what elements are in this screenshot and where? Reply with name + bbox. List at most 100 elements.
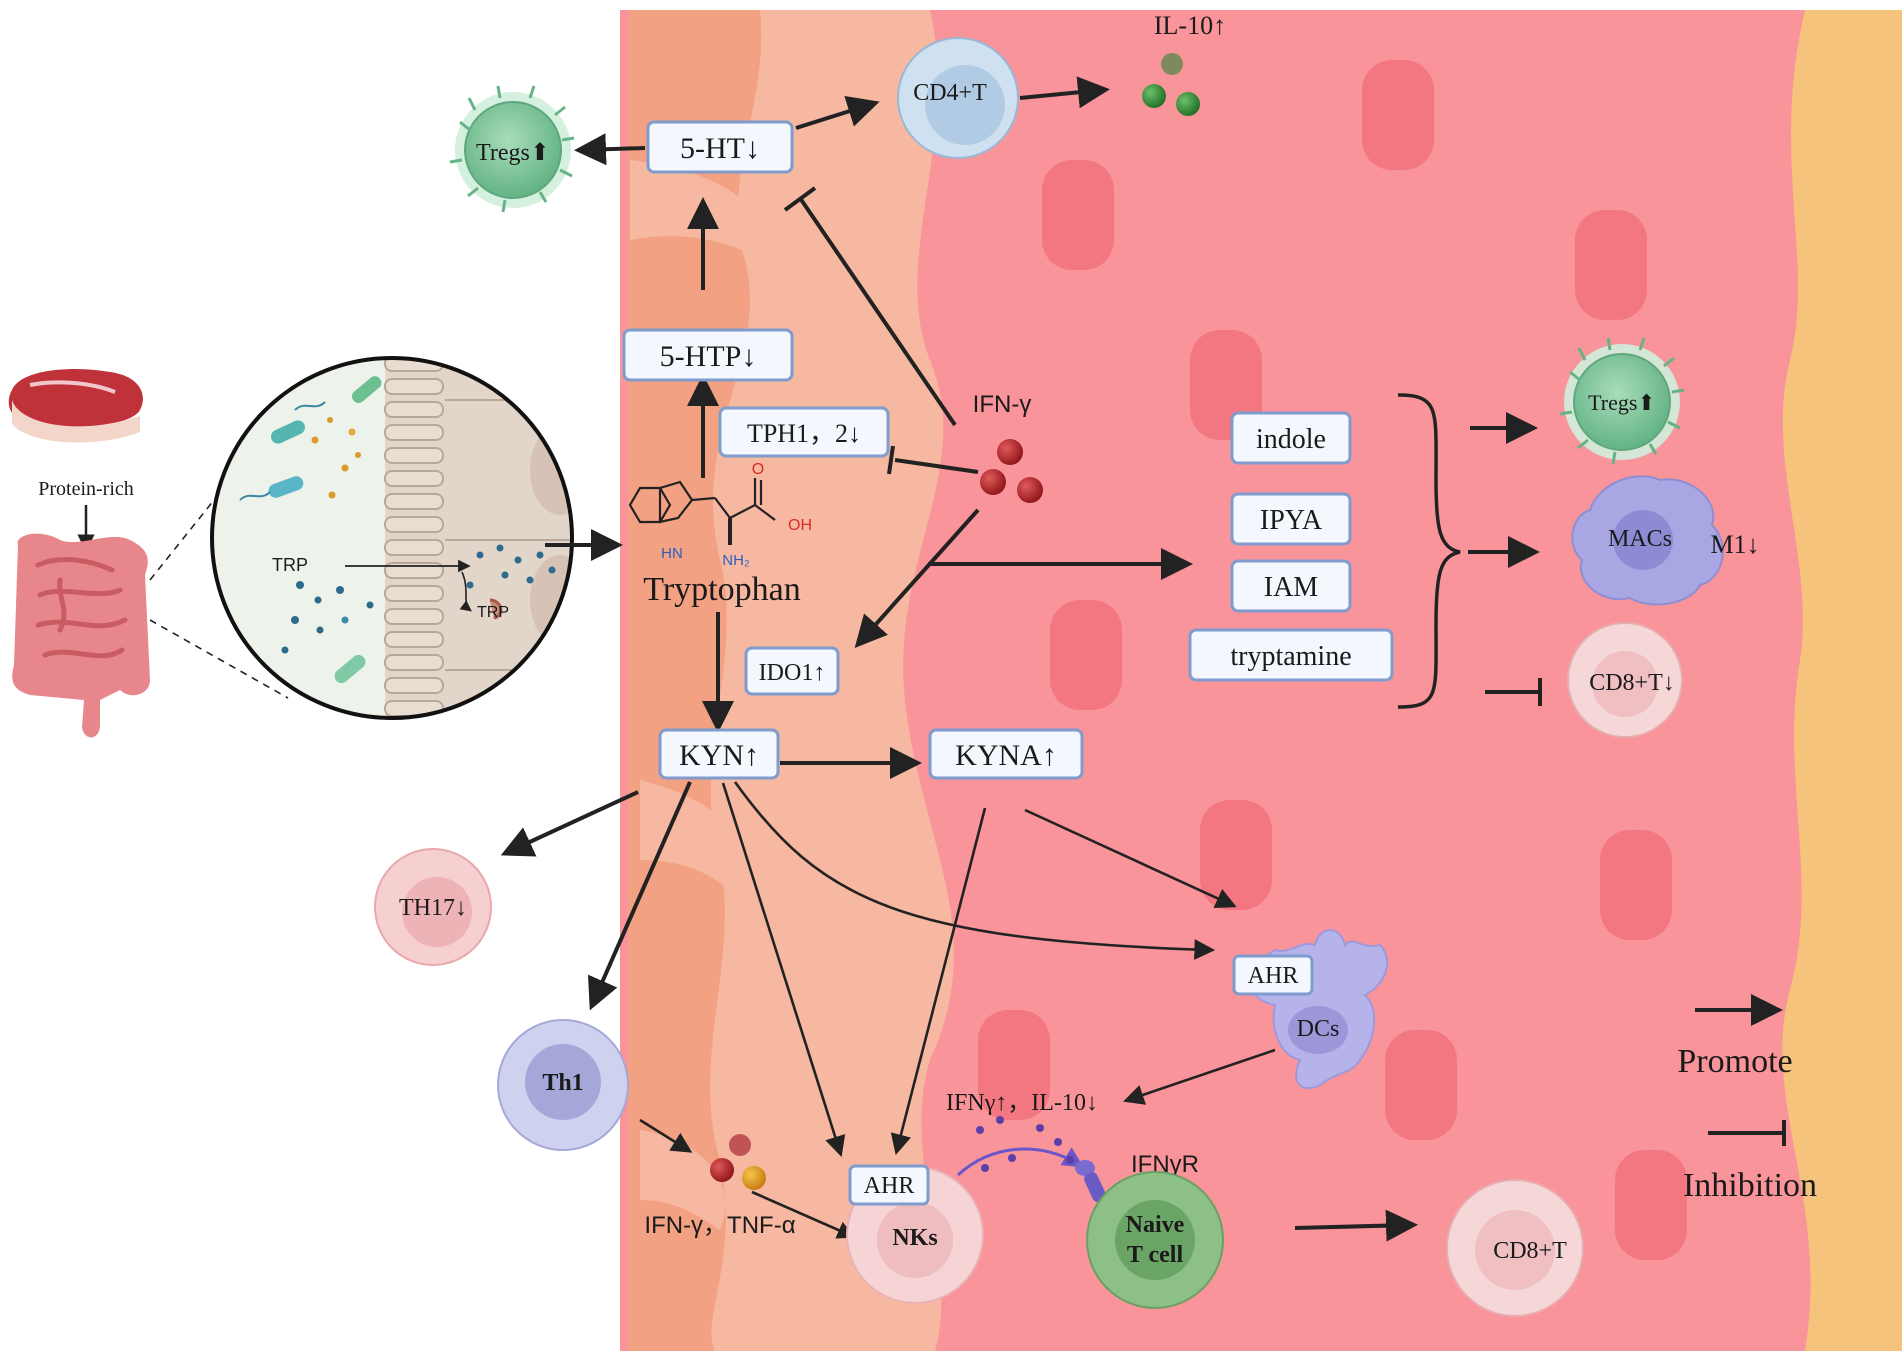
macrophage-cell: MACs: [1571, 475, 1724, 606]
ido1-label: IDO1↑: [759, 660, 826, 686]
ifng-tnfa-label: IFN-γ，TNF-α: [644, 1212, 795, 1239]
villus: [640, 780, 746, 900]
5htp-label: 5-HTP↓: [660, 340, 757, 373]
ipya-box: IPYA: [1230, 492, 1352, 546]
tregs-left-label: Tregs⬆: [476, 140, 550, 166]
arrow-nks-to-naive: [956, 1147, 1084, 1177]
kyna-label: KYNA↑: [955, 739, 1057, 772]
th17-label: TH17↓: [399, 895, 467, 921]
th17-cell: TH17↓: [374, 848, 492, 966]
5ht-label: 5-HT↓: [680, 132, 760, 165]
trp-label: TRP: [272, 555, 308, 575]
indole-box: indole: [1230, 411, 1352, 465]
tryptamine-label: tryptamine: [1230, 641, 1351, 672]
gut-lumen-zoom-circle: [210, 356, 574, 720]
cd8t-cell-mid: CD8+T↓: [1567, 622, 1683, 738]
arrow-th1-to-cytokines: [639, 1118, 693, 1153]
arrow-kyna-to-nks: [890, 807, 987, 1156]
zoom-line-bottom: [149, 619, 289, 699]
meat-icon: [8, 369, 143, 443]
th1-label: Th1: [542, 1070, 583, 1096]
naive-t-cell: Naive T cell: [1086, 1171, 1224, 1309]
macs-label: MACs: [1608, 526, 1672, 552]
inhibit-ifng-to-5ht: [798, 196, 957, 427]
il10-top-label: IL-10↑: [1154, 11, 1226, 40]
bacteria: [239, 376, 382, 684]
cd8t-bottom-label: CD8+T: [1493, 1238, 1567, 1264]
arrow-cytokines-to-nks: [751, 1190, 856, 1239]
trp-intracellular-arrow: [459, 571, 472, 612]
arrow-ifng-to-ido1: [854, 508, 980, 648]
kyn-label: KYN↑: [679, 739, 759, 772]
ahr-dc-label: AHR: [1248, 963, 1299, 989]
ifng-il10-label: IFNγ↑，IL-10↓: [946, 1090, 1098, 1116]
arrow-kyn-to-nks: [721, 782, 846, 1157]
legend-inhibition-label: Inhibition: [1683, 1167, 1817, 1204]
ahr-nk-label: AHR: [864, 1173, 915, 1199]
il10-cytokines: [1142, 53, 1200, 116]
tph-label: TPH1，2↓: [747, 419, 861, 448]
tregs-cell-right: Tregs⬆: [1559, 337, 1685, 465]
oxygen-label: O: [752, 461, 764, 478]
arrow-kyn-to-dc-ahr: [733, 781, 1216, 960]
indole-group-brace: [1397, 393, 1461, 709]
cd4t-cell: CD4+T: [897, 37, 1019, 159]
mitochondrion: [489, 598, 503, 620]
hydroxyl-label: OH: [788, 517, 812, 534]
tryptamine-box: tryptamine: [1188, 628, 1394, 682]
villus: [640, 1130, 726, 1230]
iam-box: IAM: [1230, 559, 1352, 613]
kyn-box: KYN↑: [658, 728, 780, 780]
ipya-label: IPYA: [1260, 505, 1323, 536]
iam-label: IAM: [1264, 572, 1319, 603]
5htp-box: 5-HTP↓: [622, 328, 794, 382]
tregs-cell-left: Tregs⬆: [449, 85, 575, 213]
arrow-cd4t-to-il10: [1019, 76, 1110, 109]
arrow-naive-to-cd8t: [1294, 1209, 1418, 1242]
arrow-kyn-to-th17: [500, 790, 639, 857]
tryptophan-structure: [628, 478, 776, 545]
5ht-box: 5-HT↓: [646, 120, 794, 174]
ido1-box: IDO1↑: [744, 646, 840, 696]
kyna-box: KYNA↑: [928, 728, 1084, 780]
th1-cytokines: [710, 1134, 766, 1190]
cd8t-mid-label: CD8+T↓: [1589, 670, 1675, 696]
ifng-cytokines: [980, 439, 1043, 503]
tregs-right-label: Tregs⬆: [1588, 390, 1656, 415]
ifngr-receptor-icon: [1075, 1160, 1107, 1202]
arrow-kyn-to-th1: [587, 781, 692, 1011]
legend-promote-label: Promote: [1677, 1043, 1792, 1080]
arrow-5ht-to-cd4t: [795, 95, 880, 130]
ifng-particles: [976, 1116, 1074, 1172]
dcs-label: DCs: [1297, 1016, 1340, 1042]
naive-line1-label: Naive: [1126, 1212, 1185, 1238]
th1-cell: Th1: [497, 1019, 629, 1151]
inhibit-ifng-to-tph: [894, 458, 979, 474]
inhibit-bar-tph: [887, 445, 895, 475]
cd4t-label: CD4+T: [913, 80, 987, 106]
tryptophan-label: Tryptophan: [643, 571, 800, 608]
indole-label: indole: [1256, 424, 1326, 455]
arrow-dcs-to-cytokines: [1123, 1048, 1276, 1105]
ahr-box-nk: AHR: [848, 1164, 930, 1206]
arrow-kyna-to-dcs: [1024, 808, 1237, 908]
ifng-label: IFN-γ: [973, 391, 1032, 418]
nh2-label: NH₂: [722, 552, 750, 569]
protein-rich-label: Protein-rich: [38, 478, 134, 500]
trp-small-label: TRP: [477, 604, 509, 621]
m1-label: M1↓: [1710, 530, 1759, 559]
cd8t-cell-bottom: CD8+T: [1446, 1179, 1584, 1317]
arrow-5ht-to-tregs: [574, 133, 646, 166]
inhibit-bar-5ht: [783, 186, 817, 212]
hn-label: HN: [661, 545, 683, 562]
legend: Promote Inhibition: [1677, 994, 1817, 1204]
nks-label: NKs: [892, 1225, 937, 1251]
metabolite-dots: [281, 417, 556, 654]
tph-box: TPH1，2↓: [718, 406, 890, 458]
intestine-icon: [12, 533, 150, 738]
naive-line2-label: T cell: [1127, 1242, 1184, 1268]
ahr-box-dc: AHR: [1232, 954, 1314, 996]
epithelial-villi: [384, 358, 444, 717]
